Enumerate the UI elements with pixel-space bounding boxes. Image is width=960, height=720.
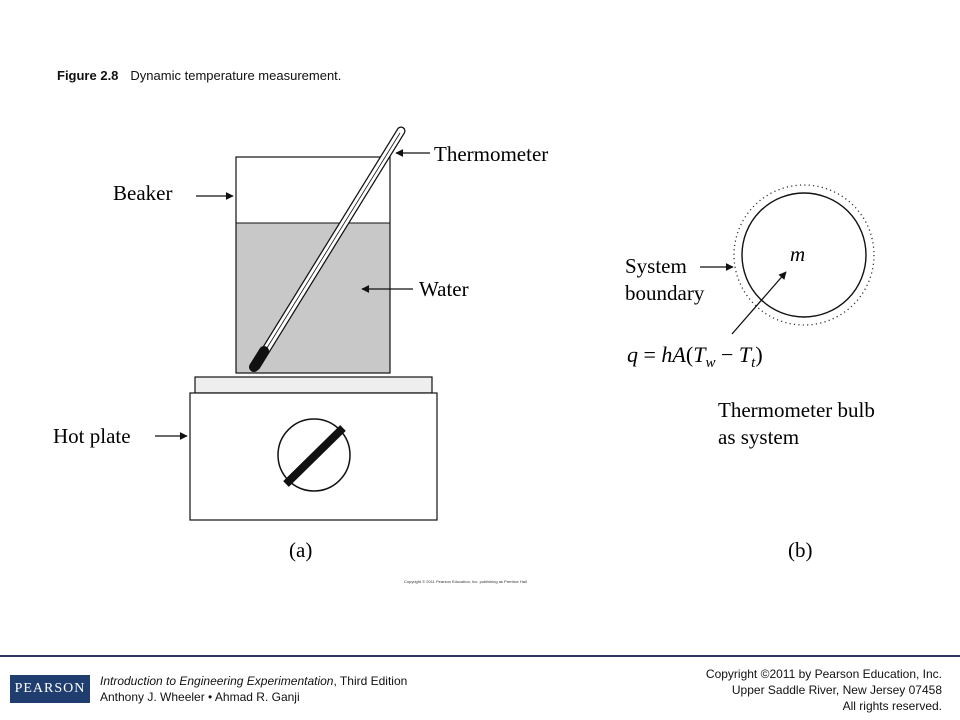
book-title: Introduction to Engineering Experimentat… [100, 674, 334, 688]
mass-label: m [790, 242, 805, 266]
book-edition: , Third Edition [333, 674, 408, 688]
book-title-line: Introduction to Engineering Experimentat… [100, 673, 407, 689]
water-label: Water [419, 277, 469, 301]
copyright-line-3: All rights reserved. [842, 699, 942, 713]
bulb-label-line2: as system [718, 425, 799, 449]
copyright-line-2: Upper Saddle River, New Jersey 07458 [731, 683, 942, 697]
book-info: Introduction to Engineering Experimentat… [100, 673, 407, 705]
panel-b: m System boundary q = hA(Tw − Tt) Thermo… [625, 184, 875, 562]
footer-copyright: Copyright ©2011 by Pearson Education, In… [706, 666, 942, 714]
heat-equation: q = hA(Tw − Tt) [627, 342, 763, 371]
copyright-line-1: Copyright ©2011 by Pearson Education, In… [705, 667, 942, 681]
bulb-label-line1: Thermometer bulb [718, 398, 875, 422]
panel-a-label: (a) [289, 538, 312, 562]
beaker [235, 156, 391, 374]
thermometer [249, 126, 406, 372]
panel-a: Thermometer Beaker Water Hot plate (a) [53, 126, 548, 562]
pearson-logo: PEARSON [10, 675, 90, 703]
system-boundary-label-line2: boundary [625, 281, 705, 305]
footer-divider [0, 655, 960, 657]
system-boundary-label-line1: System [625, 254, 687, 278]
system-boundary-circle [733, 184, 875, 326]
hot-plate-top [194, 376, 433, 394]
figure-copyright: Copyright © 2011 Pearson Education, Inc.… [404, 579, 527, 584]
beaker-label: Beaker [113, 181, 172, 205]
panel-b-label: (b) [788, 538, 813, 562]
figure-title: Dynamic temperature measurement. [130, 68, 342, 83]
dial-knob [277, 418, 351, 492]
figure-caption: Figure 2.8 Dynamic temperature measuremen… [57, 68, 341, 83]
book-authors: Anthony J. Wheeler • Ahmad R. Ganji [100, 690, 300, 704]
hot-plate-label: Hot plate [53, 424, 131, 448]
thermometer-label: Thermometer [434, 142, 548, 166]
figure-number: Figure 2.8 [57, 68, 119, 83]
heat-flow-arrow [731, 271, 787, 335]
